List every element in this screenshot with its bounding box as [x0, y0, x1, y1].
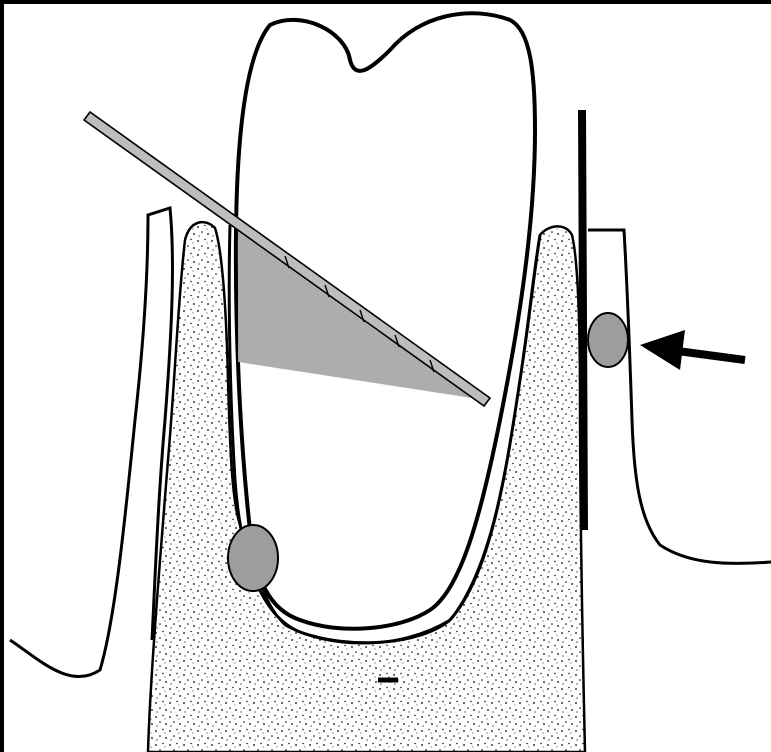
round-lesion-apical: [228, 525, 278, 591]
round-lesion-buccal: [588, 313, 628, 367]
